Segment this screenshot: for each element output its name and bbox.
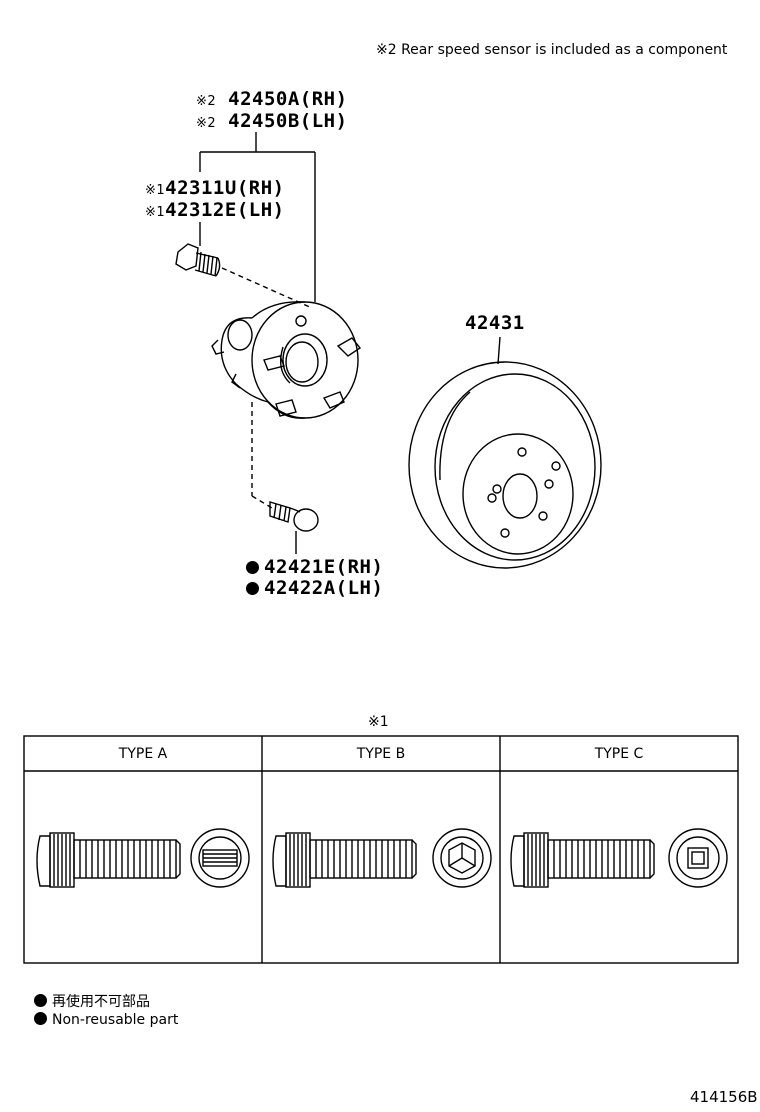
hub-assembly-number-lh: 42450B [228, 110, 300, 132]
hub-bolt-part-lh: ※142312E(LH) [145, 199, 285, 221]
hub-bolt-number-rh: 42311U [165, 177, 237, 199]
legend-japanese: 再使用不可部品 [34, 991, 150, 1011]
type-c-end-view [668, 828, 728, 888]
hub-leader-lines [199, 132, 316, 302]
brake-disc-drawing [408, 336, 602, 569]
hub-bolt-mark: ※1 [145, 183, 166, 198]
legend-japanese-text: 再使用不可部品 [52, 994, 150, 1010]
mounting-bolt-part-rh: 42421E(RH) [246, 556, 383, 578]
hub-assembly-number-rh: 42450A [228, 88, 300, 110]
mounting-bolt-number-lh: 42422A [264, 577, 336, 599]
hub-assembly-part-lh: ※2 42450B(LH) [196, 110, 348, 132]
hub-assembly-drawing [211, 301, 362, 509]
hub-assembly-side-lh: (LH) [299, 110, 348, 132]
mounting-bolt-side-lh: (LH) [335, 577, 384, 599]
legend-english-text: Non-reusable part [52, 1012, 179, 1028]
hub-assembly-mark: ※2 [196, 94, 217, 109]
bolt-type-table [23, 735, 739, 964]
non-reusable-dot-icon [246, 561, 259, 574]
type-a-end-view [190, 828, 250, 888]
hub-bolt-side-rh: (RH) [236, 177, 285, 199]
hub-assembly-part-rh: ※2 42450A(RH) [196, 88, 348, 110]
disc-part-number: 42431 [465, 312, 525, 334]
hub-bolt-number-lh: 42312E [165, 199, 237, 221]
hub-assembly-mark-2: ※2 [196, 116, 217, 131]
type-a-bolt-drawing [36, 832, 181, 888]
hub-bolt-side-lh: (LH) [236, 199, 285, 221]
hub-bolt-drawing [175, 222, 313, 309]
legend-dot-icon [34, 994, 47, 1007]
table-header-type-c: TYPE C [594, 746, 644, 762]
speed-sensor-note: ※2 Rear speed sensor is included as a co… [376, 42, 728, 58]
hub-bolt-mark-2: ※1 [145, 205, 166, 220]
type-b-bolt-drawing [272, 832, 417, 888]
hub-assembly-side-rh: (RH) [299, 88, 348, 110]
table-mark: ※1 [368, 714, 389, 730]
hub-bolt-part-rh: ※142311U(RH) [145, 177, 285, 199]
type-c-bolt-drawing [510, 832, 655, 888]
figure-code: 414156B [690, 1088, 758, 1106]
table-header-type-b: TYPE B [356, 746, 406, 762]
table-header-type-a: TYPE A [118, 746, 168, 762]
mounting-bolt-side-rh: (RH) [335, 556, 384, 578]
mounting-bolt-number-rh: 42421E [264, 556, 336, 578]
mounting-bolt-drawing [269, 501, 319, 554]
non-reusable-dot-icon-2 [246, 582, 259, 595]
mounting-bolt-part-lh: 42422A(LH) [246, 577, 383, 599]
type-b-end-view [432, 828, 492, 888]
legend-english: Non-reusable part [34, 1012, 178, 1028]
legend-dot-icon-2 [34, 1012, 47, 1025]
